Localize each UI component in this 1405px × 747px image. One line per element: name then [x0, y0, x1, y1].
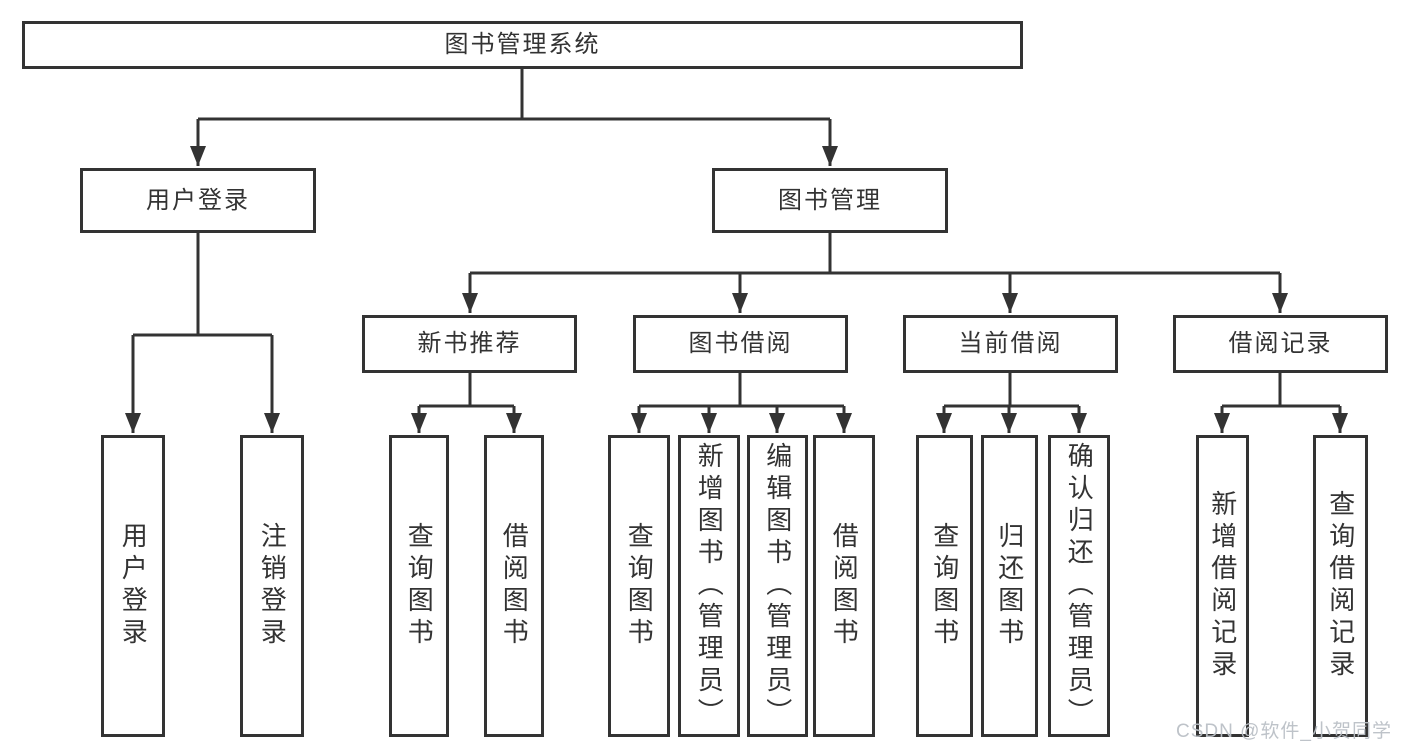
node-book-borrowing: 图书借阅 — [633, 315, 848, 373]
node-records-add-record: 新增借阅记录 — [1196, 435, 1249, 737]
node-borrowing-edit-books-admin: 编辑图书（管理员） — [747, 435, 808, 737]
node-book-management: 图书管理 — [712, 168, 948, 233]
connector-user-login-split — [133, 233, 272, 337]
node-current-borrowing: 当前借阅 — [903, 315, 1118, 373]
node-borrowing-borrow-books: 借阅图书 — [813, 435, 875, 737]
node-borrowing-search-books: 查询图书 — [608, 435, 670, 737]
connector-borrowing-records-split — [1222, 373, 1340, 408]
node-borrowing-add-books-admin: 新增图书（管理员） — [678, 435, 740, 737]
node-new-book-recommend: 新书推荐 — [362, 315, 577, 373]
node-recommend-search-books: 查询图书 — [389, 435, 449, 737]
connector-root-split — [198, 69, 830, 121]
node-user-login: 用户登录 — [80, 168, 316, 233]
node-borrowing-records: 借阅记录 — [1173, 315, 1388, 373]
node-system-root: 图书管理系统 — [22, 21, 1023, 69]
node-records-search-record: 查询借阅记录 — [1313, 435, 1368, 737]
node-logout-leaf: 注销登录 — [240, 435, 304, 737]
connector-book-management-split — [470, 233, 1280, 275]
connector-book-borrowing-split — [639, 373, 844, 408]
node-current-search-books: 查询图书 — [916, 435, 973, 737]
node-recommend-borrow-books: 借阅图书 — [484, 435, 544, 737]
node-current-confirm-return-admin: 确认归还（管理员） — [1048, 435, 1110, 737]
connector-new-book-split — [419, 373, 514, 408]
node-user-login-leaf: 用户登录 — [101, 435, 165, 737]
node-current-return-books: 归还图书 — [981, 435, 1038, 737]
csdn-watermark: CSDN @软件_小贺同学 — [1176, 721, 1392, 742]
connector-current-borrowing-split — [944, 373, 1079, 408]
